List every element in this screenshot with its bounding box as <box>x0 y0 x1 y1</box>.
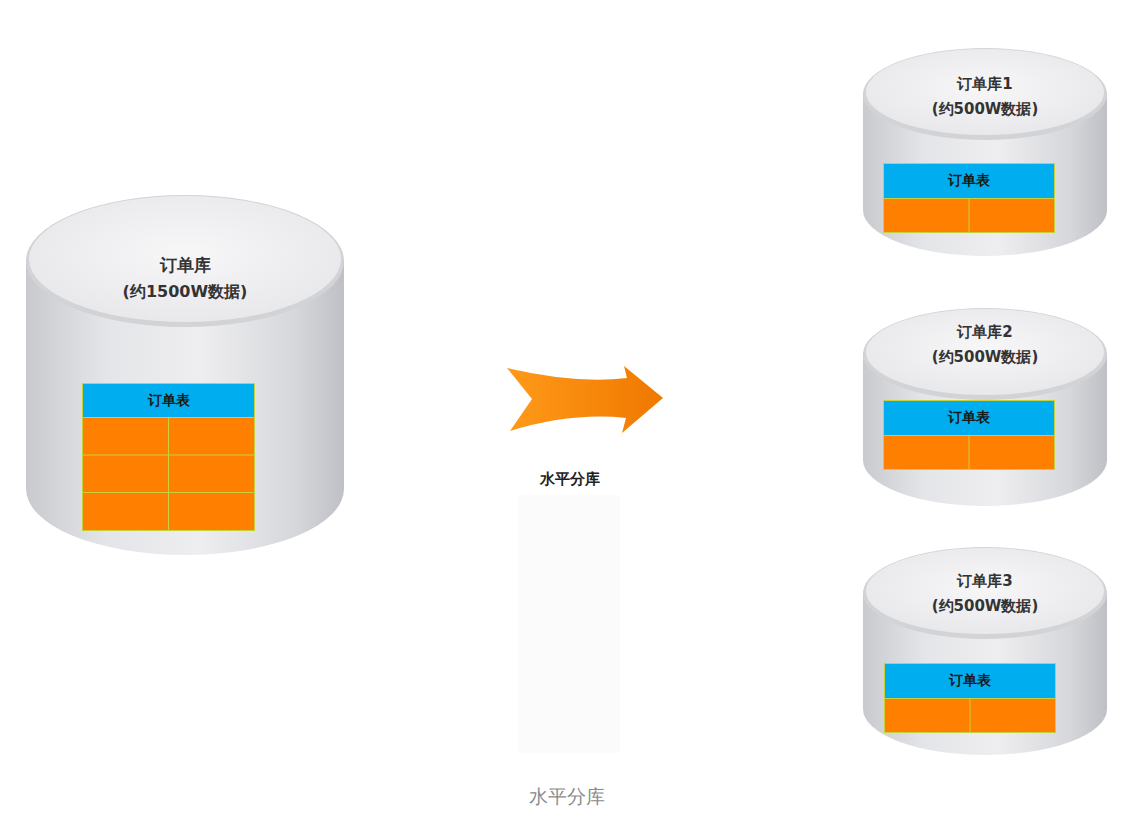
db-name: 订单库2 <box>846 320 1124 345</box>
db-size: (约500W数据) <box>846 594 1124 619</box>
cylinder-label: 订单库2(约500W数据) <box>846 320 1124 370</box>
db-name: 订单库1 <box>846 72 1124 97</box>
orange-arrow <box>507 366 663 433</box>
grid-line <box>83 455 254 456</box>
database-cylinder: 订单库1(约500W数据) 订单表 <box>846 46 1124 256</box>
table-box: 订单表 <box>883 163 1055 233</box>
table-header: 订单表 <box>884 401 1054 436</box>
cylinder-top <box>866 548 1104 634</box>
cylinder-rim <box>863 48 1107 140</box>
cylinder-label: 订单库3(约500W数据) <box>846 569 1124 619</box>
table-box: 订单表 <box>884 663 1056 733</box>
table-header: 订单表 <box>884 164 1054 199</box>
db-name: 订单库3 <box>846 569 1124 594</box>
table-name: 订单表 <box>945 172 993 190</box>
cylinder-rim <box>863 547 1107 639</box>
database-cylinder: 订单库3(约500W数据) 订单表 <box>846 545 1124 755</box>
table-box: 订单表 <box>82 383 255 531</box>
caption: 水平分库 <box>529 784 605 810</box>
database-cylinder: 订单库(约1500W数据) 订单表 <box>9 193 361 555</box>
table-header: 订单表 <box>83 384 254 418</box>
db-size: (约500W数据) <box>846 97 1124 122</box>
arrow-label: 水平分库 <box>540 470 600 489</box>
cylinder-label: 订单库1(约500W数据) <box>846 72 1124 122</box>
table-header: 订单表 <box>885 664 1055 699</box>
faint-band <box>518 495 620 753</box>
cylinder-label: 订单库(约1500W数据) <box>9 251 361 305</box>
db-size: (约500W数据) <box>846 345 1124 370</box>
db-size: (约1500W数据) <box>9 279 361 305</box>
table-box: 订单表 <box>883 400 1055 470</box>
table-name: 订单表 <box>145 392 193 410</box>
database-cylinder: 订单库2(约500W数据) 订单表 <box>846 306 1124 506</box>
table-name: 订单表 <box>945 409 993 427</box>
table-name: 订单表 <box>946 672 994 690</box>
db-name: 订单库 <box>9 251 361 279</box>
grid-line <box>83 492 254 493</box>
